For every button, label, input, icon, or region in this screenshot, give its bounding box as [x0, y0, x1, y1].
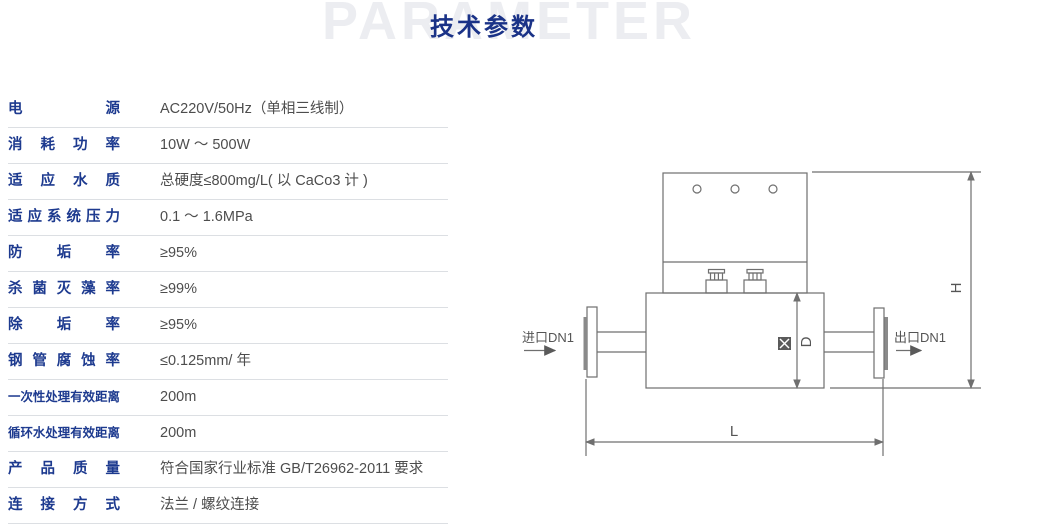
parameter-label: 适应系统压力 [8, 209, 120, 226]
dimension-L-label: L [730, 423, 738, 440]
control-box [662, 172, 808, 294]
parameter-row: 消耗功率 10W ～ 500W [8, 128, 448, 164]
indicator-light [692, 184, 702, 194]
dimension-H: H [812, 171, 981, 389]
parameter-label: 除垢率 [8, 317, 120, 334]
parameter-row: 防垢率 ≥95% [8, 236, 448, 272]
drain-valve-icon [778, 337, 791, 350]
parameter-value: 10W ～ 500W [160, 137, 251, 154]
dimension-D: D [793, 292, 815, 389]
inlet-label: 进口DN1 [522, 330, 574, 345]
parameter-value: ≤0.125mm/ 年 [160, 353, 251, 370]
electrode-connectors [705, 268, 767, 294]
parameter-label: 防垢率 [8, 245, 120, 262]
parameter-label: 消耗功率 [8, 137, 120, 154]
page-title: 技术参数 [430, 14, 538, 41]
indicator-light [768, 184, 778, 194]
parameter-label: 连接方式 [8, 497, 120, 514]
parameter-value: ≥95% [160, 245, 197, 262]
outlet-pipe [824, 307, 888, 379]
parameter-row: 循环水处理有效距离 200m [8, 416, 448, 452]
parameter-label: 循环水处理有效距离 [8, 426, 120, 441]
parameter-label: 钢管腐蚀率 [8, 353, 120, 370]
dimension-H-label: H [948, 283, 965, 294]
watermark-text: PARAMETER [322, 0, 697, 51]
parameter-label: 一次性处理有效距离 [8, 390, 120, 405]
parameter-row: 除垢率 ≥95% [8, 308, 448, 344]
parameter-row: 钢管腐蚀率 ≤0.125mm/ 年 [8, 344, 448, 380]
inlet-pipe [583, 306, 646, 378]
parameter-value: AC220V/50Hz（单相三线制） [160, 101, 354, 118]
parameter-row: 适应水质 总硬度≤800mg/L( 以 CaCo3 计 ) [8, 164, 448, 200]
parameter-value: 符合国家行业标准 GB/T26962-2011 要求 [160, 461, 424, 478]
main-body [645, 292, 825, 389]
parameter-label: 适应水质 [8, 173, 120, 190]
parameter-row: 连接方式 法兰 / 螺纹连接 [8, 488, 448, 524]
parameter-row: 一次性处理有效距离 200m [8, 380, 448, 416]
parameter-row: 杀菌灭藻率 ≥99% [8, 272, 448, 308]
parameter-value: 200m [160, 389, 197, 406]
parameter-value: 总硬度≤800mg/L( 以 CaCo3 计 ) [160, 173, 368, 190]
parameter-row: 适应系统压力 0.1 ～ 1.6MPa [8, 200, 448, 236]
dimension-L: L [585, 379, 884, 456]
parameter-label: 杀菌灭藻率 [8, 281, 120, 298]
parameter-value: 0.1 ～ 1.6MPa [160, 209, 253, 226]
dimension-D-label: D [798, 336, 815, 347]
parameter-value: 200m [160, 425, 197, 442]
outlet-label: 出口DN1 [894, 330, 946, 345]
indicator-light [730, 184, 740, 194]
parameter-label: 电源 [8, 101, 120, 118]
parameter-row: 电源 AC220V/50Hz（单相三线制） [8, 92, 448, 128]
parameter-value: 法兰 / 螺纹连接 [160, 497, 260, 514]
parameter-label: 产品质量 [8, 461, 120, 478]
parameter-row: 产品质量 符合国家行业标准 GB/T26962-2011 要求 [8, 452, 448, 488]
parameter-table: 电源 AC220V/50Hz（单相三线制） 消耗功率 10W ～ 500W 适应水质 总硬… [8, 92, 448, 524]
parameter-value: ≥99% [160, 281, 197, 298]
parameter-value: ≥95% [160, 317, 197, 334]
